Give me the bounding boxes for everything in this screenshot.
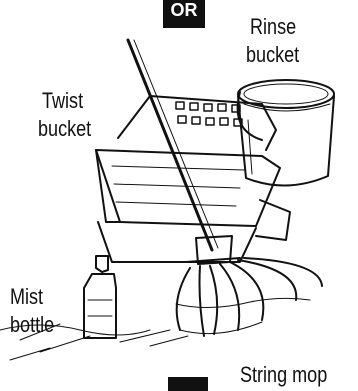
twist-bucket-label-line2: bucket bbox=[38, 116, 91, 142]
twist-bucket-drawing bbox=[96, 96, 290, 262]
mist-bottle-label-line1: Mist bbox=[10, 284, 43, 310]
string-mop-drawing bbox=[176, 236, 322, 336]
twist-bucket-label-line1: Twist bbox=[42, 88, 83, 114]
mist-bottle-label-line2: bottle bbox=[10, 312, 54, 338]
string-mop-label: String mop bbox=[240, 362, 327, 388]
rinse-bucket-label-line1: Rinse bbox=[250, 14, 296, 40]
rinse-bucket-label-line2: bucket bbox=[246, 42, 299, 68]
bottom-black-tab bbox=[168, 377, 208, 391]
wringer-grid bbox=[176, 102, 242, 126]
rinse-bucket-drawing bbox=[238, 80, 334, 186]
mist-bottle-drawing bbox=[84, 256, 116, 338]
